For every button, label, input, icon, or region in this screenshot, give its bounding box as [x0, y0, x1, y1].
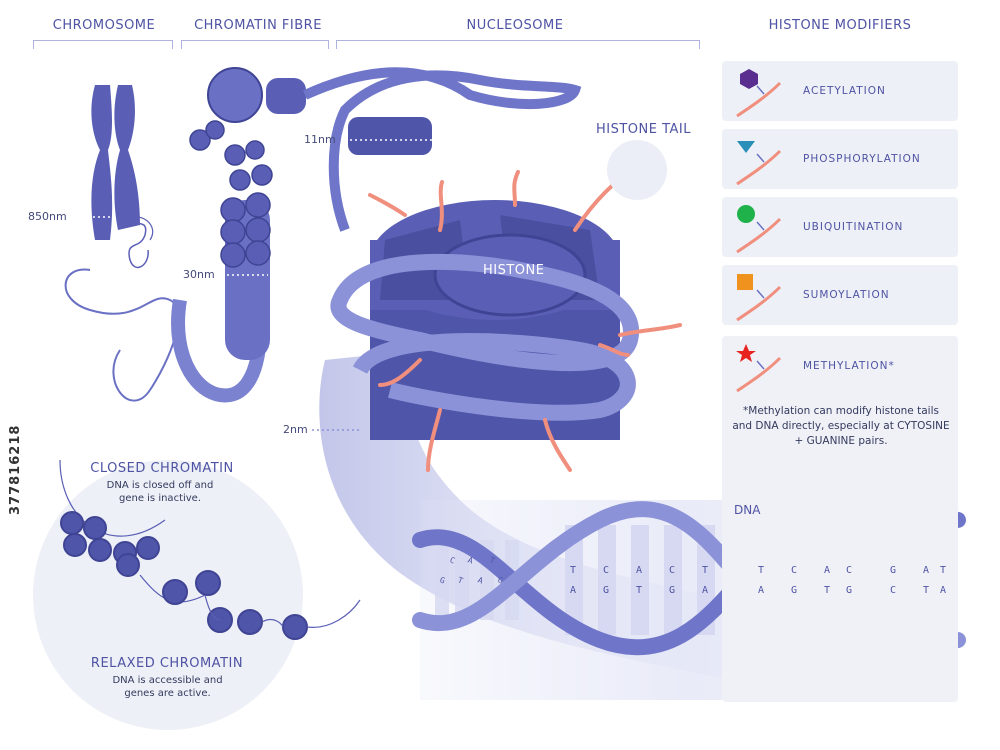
- star-icon: [736, 344, 782, 393]
- header-bracket-nucleosome: [336, 40, 700, 49]
- histone-tail-label: HISTONE TAIL: [596, 122, 692, 137]
- linker-nucleosome: [348, 117, 432, 155]
- tail-highlight-circle: [607, 140, 667, 200]
- header-bracket-chromosome: [33, 40, 173, 49]
- histone-label: HISTONE: [483, 263, 545, 278]
- modifier-card-ubiquitination: UBIQUITINATION: [722, 197, 958, 257]
- modifier-label: PHOSPHORYLATION: [803, 153, 921, 165]
- dna-base-right-top: A: [923, 565, 930, 576]
- chromosome: [64, 85, 180, 402]
- hexagon-icon: [736, 69, 782, 118]
- dna-base-mid-top: C: [603, 565, 610, 576]
- header-nucleosome: NUCLEOSOME: [466, 18, 564, 33]
- scale-2nm: 2nm: [283, 423, 308, 436]
- chromatin-band: [302, 67, 582, 232]
- watermark-id: 377816218: [8, 424, 23, 515]
- dna-base-right-bottom: T: [923, 585, 930, 596]
- dna-base-mid-top: A: [636, 565, 643, 576]
- header-histone-modifiers: HISTONE MODIFIERS: [768, 18, 912, 33]
- relaxed-chromatin-title: RELAXED CHROMATIN: [90, 656, 244, 671]
- scale-11nm: 11nm: [304, 133, 336, 146]
- dna-base-right-top: C: [846, 565, 853, 576]
- dna-base-right-top: T: [758, 565, 765, 576]
- modifier-label: METHYLATION*: [803, 360, 895, 372]
- modifier-card-acetylation: ACETYLATION: [722, 61, 958, 121]
- dna-base-mid-bottom: A: [702, 585, 709, 596]
- header-bracket-chromatin: [181, 40, 329, 49]
- dna-base-right-top: T: [940, 565, 947, 576]
- dna-base-right-bottom: A: [758, 585, 765, 596]
- closed-chromatin-title: CLOSED CHROMATIN: [90, 461, 234, 476]
- dna-base-right-top: C: [791, 565, 798, 576]
- chromatin-states: [33, 459, 361, 730]
- modifier-label: UBIQUITINATION: [803, 221, 904, 233]
- modifier-card-methylation: METHYLATION* *Methylation can modify his…: [722, 336, 958, 702]
- relaxed-chromatin-desc: DNA is accessible and genes are active.: [112, 675, 223, 699]
- header-chromosome: CHROMOSOME: [52, 18, 156, 33]
- dna-label: DNA: [734, 503, 761, 517]
- nucleosome: [330, 200, 640, 440]
- modifier-card-phosphorylation: PHOSPHORYLATION: [722, 129, 958, 189]
- dna-base-mid-top: C: [669, 565, 676, 576]
- modifier-card-sumoylation: SUMOYLATION: [722, 265, 958, 325]
- methylation-note: *Methylation can modify histone tails an…: [732, 405, 950, 447]
- header-chromatin-fibre: CHROMATIN FIBRE: [194, 18, 322, 33]
- dna-base-mid-bottom: T: [636, 585, 643, 596]
- dna-base-mid-bottom: G: [603, 585, 610, 596]
- dna-base-right-bottom: C: [890, 585, 897, 596]
- triangle-icon: [736, 141, 782, 186]
- square-icon: [736, 274, 782, 322]
- dna-base-right-bottom: G: [791, 585, 798, 596]
- modifier-label: ACETYLATION: [803, 85, 886, 97]
- dna-base-mid-top: T: [702, 565, 709, 576]
- dna-base-right-bottom: G: [846, 585, 853, 596]
- dna-base-mid-bottom: A: [570, 585, 577, 596]
- circle-icon: [736, 205, 782, 254]
- dna-base-mid-top: T: [570, 565, 577, 576]
- scale-850nm: 850nm: [28, 210, 67, 223]
- dna-base-mid-bottom: G: [669, 585, 676, 596]
- closed-chromatin-desc: DNA is closed off and gene is inactive.: [106, 480, 214, 504]
- dna-base-right-top: A: [824, 565, 831, 576]
- modifier-label: SUMOYLATION: [803, 289, 890, 301]
- scale-30nm: 30nm: [183, 268, 215, 281]
- chromatin-fibre: [171, 67, 306, 403]
- dna-base-right-bottom: T: [824, 585, 831, 596]
- dna-base-right-bottom: A: [940, 585, 947, 596]
- dna-base-right-top: G: [890, 565, 897, 576]
